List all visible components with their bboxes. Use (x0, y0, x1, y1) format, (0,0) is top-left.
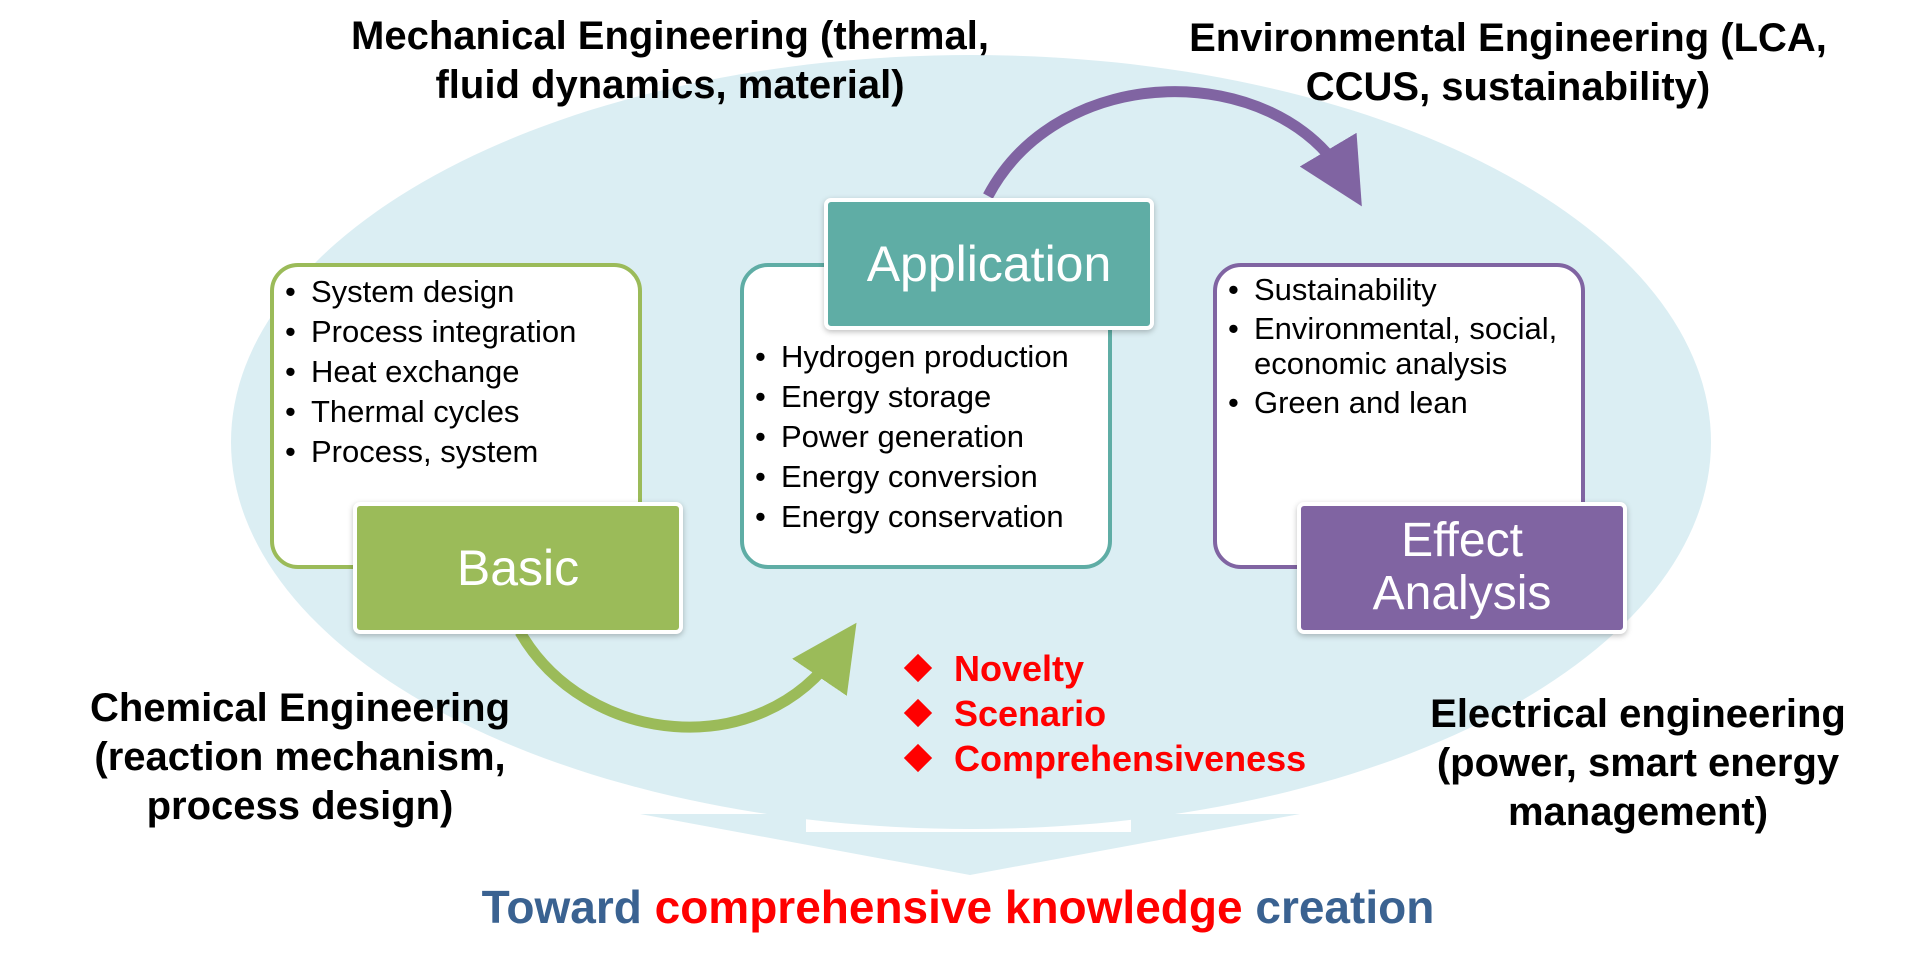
purple-flow-arrow (983, 86, 1362, 207)
funnel-arrow (640, 814, 1300, 875)
feature-item: Scenario (902, 691, 1306, 736)
diamond-icon (903, 653, 933, 683)
basic-item: Thermal cycles (283, 392, 633, 432)
application-item: Hydrogen production (753, 337, 1113, 377)
conclusion-part-1: Toward (481, 881, 655, 933)
feature-list: Novelty Scenario Comprehensiveness (902, 646, 1306, 781)
feature-item: Novelty (902, 646, 1306, 691)
feature-label: Novelty (954, 648, 1085, 689)
electrical-engineering-label: Electrical engineering (power, smart ene… (1430, 692, 1846, 834)
basic-title: Basic (353, 502, 683, 634)
basic-item: Heat exchange (283, 352, 633, 392)
diamond-icon (903, 698, 933, 728)
conclusion-text: Toward comprehensive knowledge creation (0, 880, 1916, 934)
basic-list: System design Process integration Heat e… (283, 272, 633, 472)
environmental-engineering-label: Environmental Engineering (LCA, CCUS, su… (1189, 16, 1827, 109)
mechanical-engineering-label: Mechanical Engineering (thermal, fluid d… (351, 14, 989, 107)
effect-analysis-item: Green and lean (1226, 385, 1576, 420)
conclusion-part-2: comprehensive knowledge (654, 881, 1243, 933)
application-item: Energy conservation (753, 497, 1113, 537)
basic-item: System design (283, 272, 633, 312)
conclusion-part-3: creation (1242, 881, 1435, 933)
diamond-icon (903, 743, 933, 773)
feature-label: Comprehensiveness (954, 738, 1307, 779)
application-list: Hydrogen production Energy storage Power… (753, 337, 1113, 537)
effect-analysis-item: Environmental, social, economic analysis (1226, 311, 1576, 381)
application-title: Application (824, 198, 1154, 330)
green-flow-arrow (515, 622, 857, 733)
effect-analysis-item: Sustainability (1226, 272, 1576, 307)
chemical-engineering-label: Chemical Engineering (reaction mechanism… (89, 686, 511, 828)
application-item: Energy conversion (753, 457, 1113, 497)
application-item: Energy storage (753, 377, 1113, 417)
basic-item: Process integration (283, 312, 633, 352)
effect-analysis-list: Sustainability Environmental, social, ec… (1226, 272, 1576, 424)
feature-label: Scenario (954, 693, 1107, 734)
application-item: Power generation (753, 417, 1113, 457)
feature-item: Comprehensiveness (902, 736, 1306, 781)
basic-item: Process, system (283, 432, 633, 472)
effect-analysis-title: Effect Analysis (1297, 502, 1627, 634)
